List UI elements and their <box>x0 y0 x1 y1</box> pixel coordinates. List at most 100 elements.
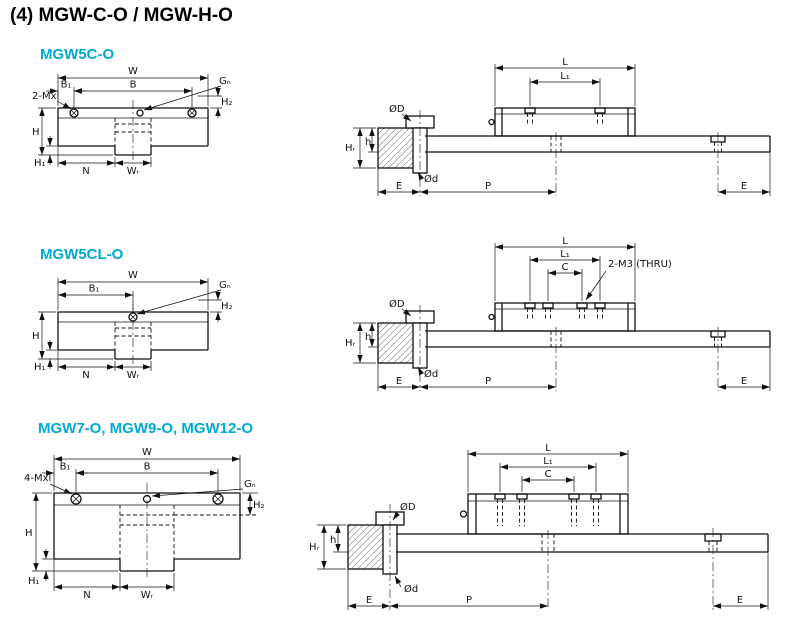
callout-gn: Gₙ <box>143 76 231 111</box>
dim-label-w: W <box>128 66 138 77</box>
dim-label-c: C <box>545 469 552 480</box>
dim-label-e2: E <box>737 595 743 606</box>
rail-cross-section <box>114 322 152 360</box>
front-view-mgw5cl: W B₁ Gₙ H₂ H H₁ <box>32 270 233 381</box>
side-view-mgw7-9-12: L L₁ C ØD Ød Hᵣ <box>309 443 769 610</box>
dim-p: P <box>420 376 556 390</box>
dim-e-left: E <box>377 363 420 391</box>
callout-mxl: 4-Mxl <box>24 473 73 495</box>
section-label-mgw5c: MGW5C-O <box>40 46 115 63</box>
dim-label-hr: Hᵣ <box>345 143 356 154</box>
callout-gn: Gₙ <box>136 280 231 315</box>
dim-l: L <box>494 57 636 106</box>
carriage-hole-left <box>524 107 536 126</box>
dim-l1: L₁ <box>529 71 601 106</box>
callout-label-dia-d: Ød <box>424 368 438 380</box>
carriage-hole-2 <box>542 302 554 321</box>
dim-h-rail: h <box>365 128 378 153</box>
dim-label-h2: H₂ <box>221 301 233 312</box>
dim-e-left: E <box>377 168 420 196</box>
dim-label-l1: L₁ <box>560 249 570 260</box>
grease-nipple <box>142 494 152 504</box>
dim-label-b: B <box>144 462 151 473</box>
dim-label-n: N <box>82 166 89 177</box>
callout-label-mxl: 4-Mxl <box>24 473 51 484</box>
callout-label-dia-d: Ød <box>404 583 418 595</box>
dim-label-l: L <box>562 236 568 247</box>
dim-b1: B₁ <box>42 462 88 476</box>
callout-label-dia-D: ØD <box>389 298 405 310</box>
dim-label-h: H <box>32 127 40 138</box>
dim-label-n: N <box>83 590 90 601</box>
callout-label-dia-D: ØD <box>400 501 416 513</box>
rail-hole-visible <box>704 528 722 610</box>
dim-h-rail: h <box>365 323 378 348</box>
dim-e-right: E <box>713 552 769 610</box>
dim-b1: B₁ <box>58 284 134 311</box>
callout-label-gn: Gₙ <box>219 280 231 291</box>
dim-n: N <box>57 350 116 381</box>
dim-label-l1: L₁ <box>560 71 570 82</box>
carriage-hole-1 <box>524 302 536 321</box>
dim-e-right: E <box>718 347 771 391</box>
dim-label-wr: Wᵣ <box>127 370 140 381</box>
callout-gn: Gₙ <box>151 479 256 499</box>
dim-c: C <box>547 262 583 301</box>
front-view-mgw5c: W B B₁ 2-Mxl Gₙ H₂ <box>32 66 233 177</box>
center-mount-hole <box>128 312 138 322</box>
carriage-hole-right <box>594 107 606 126</box>
dim-h2: H₂ <box>198 290 233 322</box>
dim-hr: Hᵣ <box>345 322 376 364</box>
carriage-cross-section <box>57 311 209 351</box>
callout-dia-d: Ød <box>417 171 438 185</box>
rail-hole-hidden <box>541 530 555 610</box>
dim-h2: H₂ <box>198 86 233 118</box>
dim-label-n: N <box>82 370 89 381</box>
dim-h1: H₁ <box>34 340 58 373</box>
end-grease-nipple <box>488 313 495 321</box>
dim-c: C <box>521 469 575 492</box>
end-grease-nipple <box>488 118 495 126</box>
dim-label-l1: L₁ <box>543 456 553 467</box>
mounting-bolt-section <box>405 110 435 196</box>
dim-label-e2: E <box>741 181 747 192</box>
callout-thread: 2-M3 (THRU) <box>585 259 672 301</box>
dim-label-e1: E <box>396 181 402 192</box>
dim-n: N <box>57 146 116 177</box>
dim-label-w: W <box>128 270 138 281</box>
dim-h2: H₂ <box>174 492 265 516</box>
dim-label-h1: H₁ <box>34 158 46 169</box>
callout-mxl: 2-Mxl <box>32 91 72 110</box>
dim-l: L <box>467 443 629 492</box>
dim-label-h1: H₁ <box>34 362 46 373</box>
dim-h: H <box>32 311 113 360</box>
dim-n: N <box>53 559 121 601</box>
dim-hr: Hᵣ <box>309 524 346 570</box>
dim-label-l: L <box>562 57 568 68</box>
dim-label-h2: H₂ <box>253 500 265 511</box>
rail-hole-hidden <box>550 132 562 196</box>
dim-label-hr: Hᵣ <box>345 338 356 349</box>
rail-cross-section <box>114 118 152 156</box>
section-label-mgw5cl: MGW5CL-O <box>40 246 124 263</box>
mount-hole-right <box>187 108 197 118</box>
dim-label-wr: Wᵣ <box>141 590 154 601</box>
dim-l1: L₁ <box>499 456 597 492</box>
mount-hole-left <box>70 493 82 505</box>
callout-label-gn: Gₙ <box>244 479 256 490</box>
dim-label-e1: E <box>396 376 402 387</box>
rail-cross-section <box>119 505 175 572</box>
dim-h1: H₁ <box>34 136 58 169</box>
dim-label-h2: H₂ <box>221 97 233 108</box>
callout-dia-D: ØD <box>392 501 416 521</box>
rail-hole-visible <box>710 327 726 391</box>
dim-h: H <box>32 107 113 156</box>
dim-label-c: C <box>562 262 569 273</box>
carriage-hole-4 <box>594 302 606 321</box>
section-label-mgw7-9-12: MGW7-O, MGW9-O, MGW12-O <box>38 420 253 437</box>
grease-nipple <box>136 109 144 117</box>
rail-hole-hidden <box>550 327 562 391</box>
dim-label-h-rail: h <box>365 137 371 148</box>
carriage-side <box>488 302 636 332</box>
